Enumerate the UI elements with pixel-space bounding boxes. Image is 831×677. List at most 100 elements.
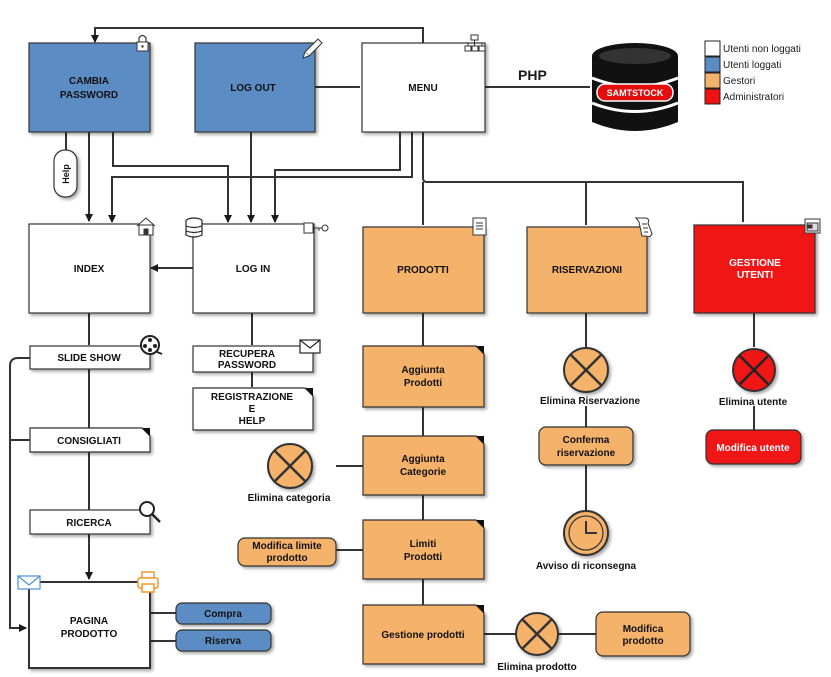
pagina-prodotto-line1: PAGINA (70, 616, 108, 627)
menu-label: MENU (408, 83, 437, 94)
aggiunta-categorie-line2: Categorie (400, 467, 447, 478)
aggiunta-categorie-line1: Aggiunta (401, 454, 445, 465)
gestione-prodotti-label: Gestione prodotti (381, 630, 465, 641)
riservazioni-node[interactable]: RISERVAZIONI (526, 217, 653, 314)
help-label: Help (61, 164, 71, 184)
help-node[interactable]: Help (53, 149, 78, 198)
menu-node[interactable]: MENU (361, 34, 486, 133)
prodotti-node[interactable]: PRODOTTI (362, 217, 487, 314)
limiti-prodotti-node[interactable]: Limiti Prodotti (362, 519, 485, 580)
log-out-node[interactable]: LOG OUT (194, 38, 323, 133)
index-label: INDEX (74, 264, 105, 275)
legend-label: Gestori (723, 76, 755, 87)
elimina-riservazione-node[interactable]: Elimina Riservazione (540, 347, 640, 407)
legend-swatch-blue (704, 56, 721, 73)
pagina-prodotto-node[interactable]: PAGINA PRODOTTO (17, 571, 159, 669)
consigliati-node[interactable]: CONSIGLIATI (29, 427, 151, 453)
elimina-utente-label: Elimina utente (719, 397, 788, 408)
consigliati-label: CONSIGLIATI (57, 436, 121, 447)
cambia-password-line1: CAMBIA (69, 76, 109, 87)
gestione-utenti-node[interactable]: GESTIONE UTENTI (693, 218, 821, 314)
clock-icon (568, 515, 604, 551)
riserva-label: Riserva (205, 636, 242, 647)
php-label: PHP (518, 67, 547, 83)
limiti-prodotti-line2: Prodotti (404, 552, 443, 563)
registrazione-line3: HELP (239, 416, 266, 427)
aggiunta-prodotti-line1: Aggiunta (401, 365, 445, 376)
aggiunta-prodotti-node[interactable]: Aggiunta Prodotti (362, 345, 485, 408)
pencil-icon (302, 38, 323, 59)
legend-swatch-orange (704, 72, 721, 89)
legend-label: Administratori (723, 92, 784, 103)
printer-icon (137, 571, 159, 593)
modifica-limite-node[interactable]: Modifica limite prodotto (237, 537, 337, 567)
limiti-prodotti-line1: Limiti (410, 539, 437, 550)
legend-swatch-white (704, 40, 721, 57)
modifica-limite-line1: Modifica limite (252, 541, 322, 552)
ricerca-label: RICERCA (66, 518, 112, 529)
x-icon (739, 355, 769, 385)
modifica-utente-label: Modifica utente (716, 443, 790, 454)
elimina-riservazione-label: Elimina Riservazione (540, 396, 640, 407)
compra-button[interactable]: Compra (175, 602, 272, 625)
scroll-icon (634, 217, 653, 238)
database-icon: SAMTSTOCK (591, 43, 679, 131)
prodotti-label: PRODOTTI (397, 265, 449, 276)
conferma-riservazione-line1: Conferma (563, 435, 610, 446)
gestione-utenti-line1: GESTIONE (729, 258, 781, 269)
window-icon (804, 218, 821, 234)
avviso-riconsegna-node[interactable]: Avviso di riconsegna (536, 510, 637, 572)
film-reel-icon (140, 335, 163, 355)
legend: Utenti non loggati Utenti loggati Gestor… (704, 40, 801, 105)
log-in-node[interactable]: LOG IN (185, 217, 329, 314)
recupera-password-line1: RECUPERA (219, 349, 275, 360)
elimina-prodotto-node[interactable]: Elimina prodotto (497, 612, 577, 673)
modifica-prodotto-node[interactable]: Modifica prodotto (595, 611, 691, 657)
ricerca-node[interactable]: RICERCA (29, 501, 161, 535)
riserva-button[interactable]: Riserva (175, 629, 272, 652)
recupera-password-line2: PASSWORD (218, 360, 276, 371)
modifica-limite-line2: prodotto (266, 553, 307, 564)
modifica-prodotto-line2: prodotto (622, 636, 663, 647)
log-in-label: LOG IN (236, 264, 270, 275)
aggiunta-prodotti-line2: Prodotti (404, 378, 443, 389)
recupera-password-node[interactable]: RECUPERA PASSWORD (192, 339, 321, 373)
elimina-categoria-label: Elimina categoria (248, 493, 331, 504)
log-out-label: LOG OUT (230, 83, 276, 94)
mail-icon (17, 575, 41, 590)
index-node[interactable]: INDEX (28, 217, 156, 314)
key-icon (303, 222, 329, 234)
modifica-utente-node[interactable]: Modifica utente (705, 429, 802, 465)
modifica-prodotto-line1: Modifica (623, 624, 664, 635)
x-icon (274, 450, 306, 482)
lock-icon (136, 34, 149, 52)
registrazione-line2: E (249, 404, 256, 415)
search-icon (139, 501, 161, 523)
pagina-prodotto-line2: PRODOTTO (61, 629, 118, 640)
registrazione-help-node[interactable]: REGISTRAZIONE E HELP (192, 387, 314, 431)
cambia-password-line2: PASSWORD (60, 90, 118, 101)
slide-show-label: SLIDE SHOW (57, 353, 121, 364)
connectors (9, 27, 755, 642)
riservazioni-label: RISERVAZIONI (552, 265, 622, 276)
cambia-password-node[interactable]: CAMBIA PASSWORD (28, 34, 151, 133)
x-icon (521, 618, 553, 650)
conferma-riservazione-node[interactable]: Conferma riservazione (538, 426, 634, 466)
gestione-prodotti-node[interactable]: Gestione prodotti (362, 604, 485, 665)
database-label: SAMTSTOCK (607, 88, 664, 98)
compra-label: Compra (204, 609, 242, 620)
slide-show-node[interactable]: SLIDE SHOW (29, 335, 163, 370)
elimina-categoria-node[interactable]: Elimina categoria (248, 443, 331, 504)
avviso-riconsegna-label: Avviso di riconsegna (536, 561, 637, 572)
sitemap-icon (464, 34, 486, 52)
database-small-icon (185, 217, 203, 238)
elimina-utente-node[interactable]: Elimina utente (719, 348, 788, 408)
conferma-riservazione-line2: riservazione (557, 448, 616, 459)
aggiunta-categorie-node[interactable]: Aggiunta Categorie (362, 435, 485, 496)
document-icon (472, 217, 487, 236)
x-icon (570, 354, 602, 386)
legend-label: Utenti loggati (723, 60, 781, 71)
gestione-utenti-line2: UTENTI (737, 270, 773, 281)
legend-swatch-red (704, 88, 721, 105)
